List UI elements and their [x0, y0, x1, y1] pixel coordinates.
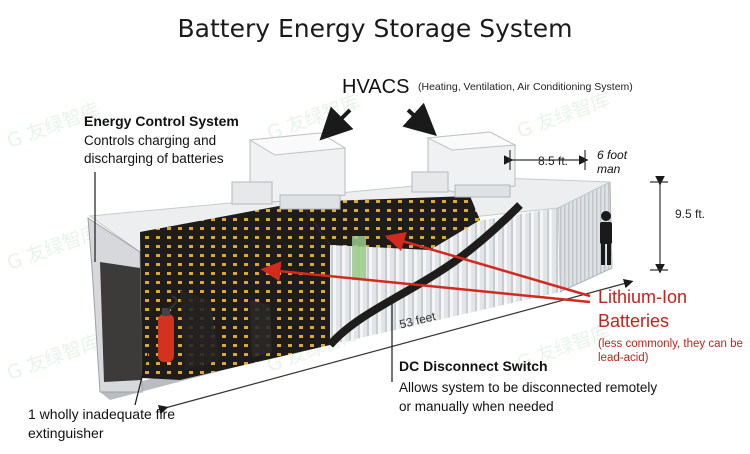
lithium-ion-note: (less commonly, they can be lead-acid) [598, 338, 743, 364]
width-dimension-label: 8.5 ft. [538, 154, 569, 168]
six-foot-man-figure [600, 211, 612, 265]
svg-text:G 友绿智库: G 友绿智库 [4, 221, 102, 275]
lithium-ion-label-line1: Lithium-Ion [598, 287, 688, 307]
dimension-lines [157, 150, 668, 415]
diagram-title: Battery Energy Storage System [177, 14, 573, 43]
energy-control-system-title: Energy Control System [84, 113, 239, 129]
hvacs-label: HVACS [342, 76, 410, 98]
dc-disconnect-switch-title: DC Disconnect Switch [399, 358, 548, 374]
dc-disconnect-switch-description: Allows system to be disconnected remotel… [399, 380, 658, 414]
lithium-ion-label-line2: Batteries [598, 311, 670, 331]
callout-leaders [94, 172, 393, 406]
lithium-ion-arrows [260, 231, 591, 304]
hvac-unit-right [411, 131, 517, 198]
person-scale-label: 6 foot man [597, 148, 628, 176]
hvacs-description: (Heating, Ventilation, Air Conditioning … [418, 81, 633, 93]
fire-extinguisher-label: 1 wholly inadequate fire extinguisher [28, 406, 176, 441]
hvacs-arrows [319, 102, 437, 141]
svg-text:G 友绿智库: G 友绿智库 [514, 89, 612, 143]
height-dimension-label: 9.5 ft. [675, 207, 706, 221]
energy-control-system-description: Controls charging and discharging of bat… [84, 133, 224, 166]
svg-text:G 友绿智库: G 友绿智库 [4, 331, 102, 385]
dc-disconnect-switch [352, 236, 366, 280]
